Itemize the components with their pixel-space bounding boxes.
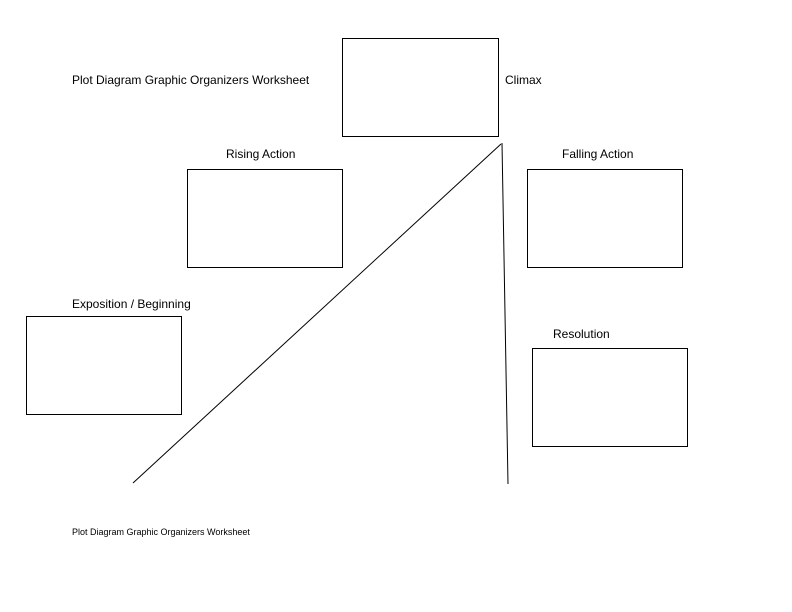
exposition-box[interactable] [26,316,182,415]
resolution-label: Resolution [553,327,610,341]
falling-plot-line [501,142,509,485]
rising-action-box[interactable] [187,169,343,268]
worksheet-footer: Plot Diagram Graphic Organizers Workshee… [72,527,250,537]
worksheet-title: Plot Diagram Graphic Organizers Workshee… [72,73,310,87]
resolution-box[interactable] [532,348,688,447]
falling-action-label: Falling Action [562,147,634,161]
rising-action-label: Rising Action [226,147,296,161]
exposition-label: Exposition / Beginning [72,297,191,311]
rising-plot-line [132,143,502,484]
climax-label: Climax [505,73,542,87]
falling-action-box[interactable] [527,169,683,268]
climax-box[interactable] [342,38,499,137]
